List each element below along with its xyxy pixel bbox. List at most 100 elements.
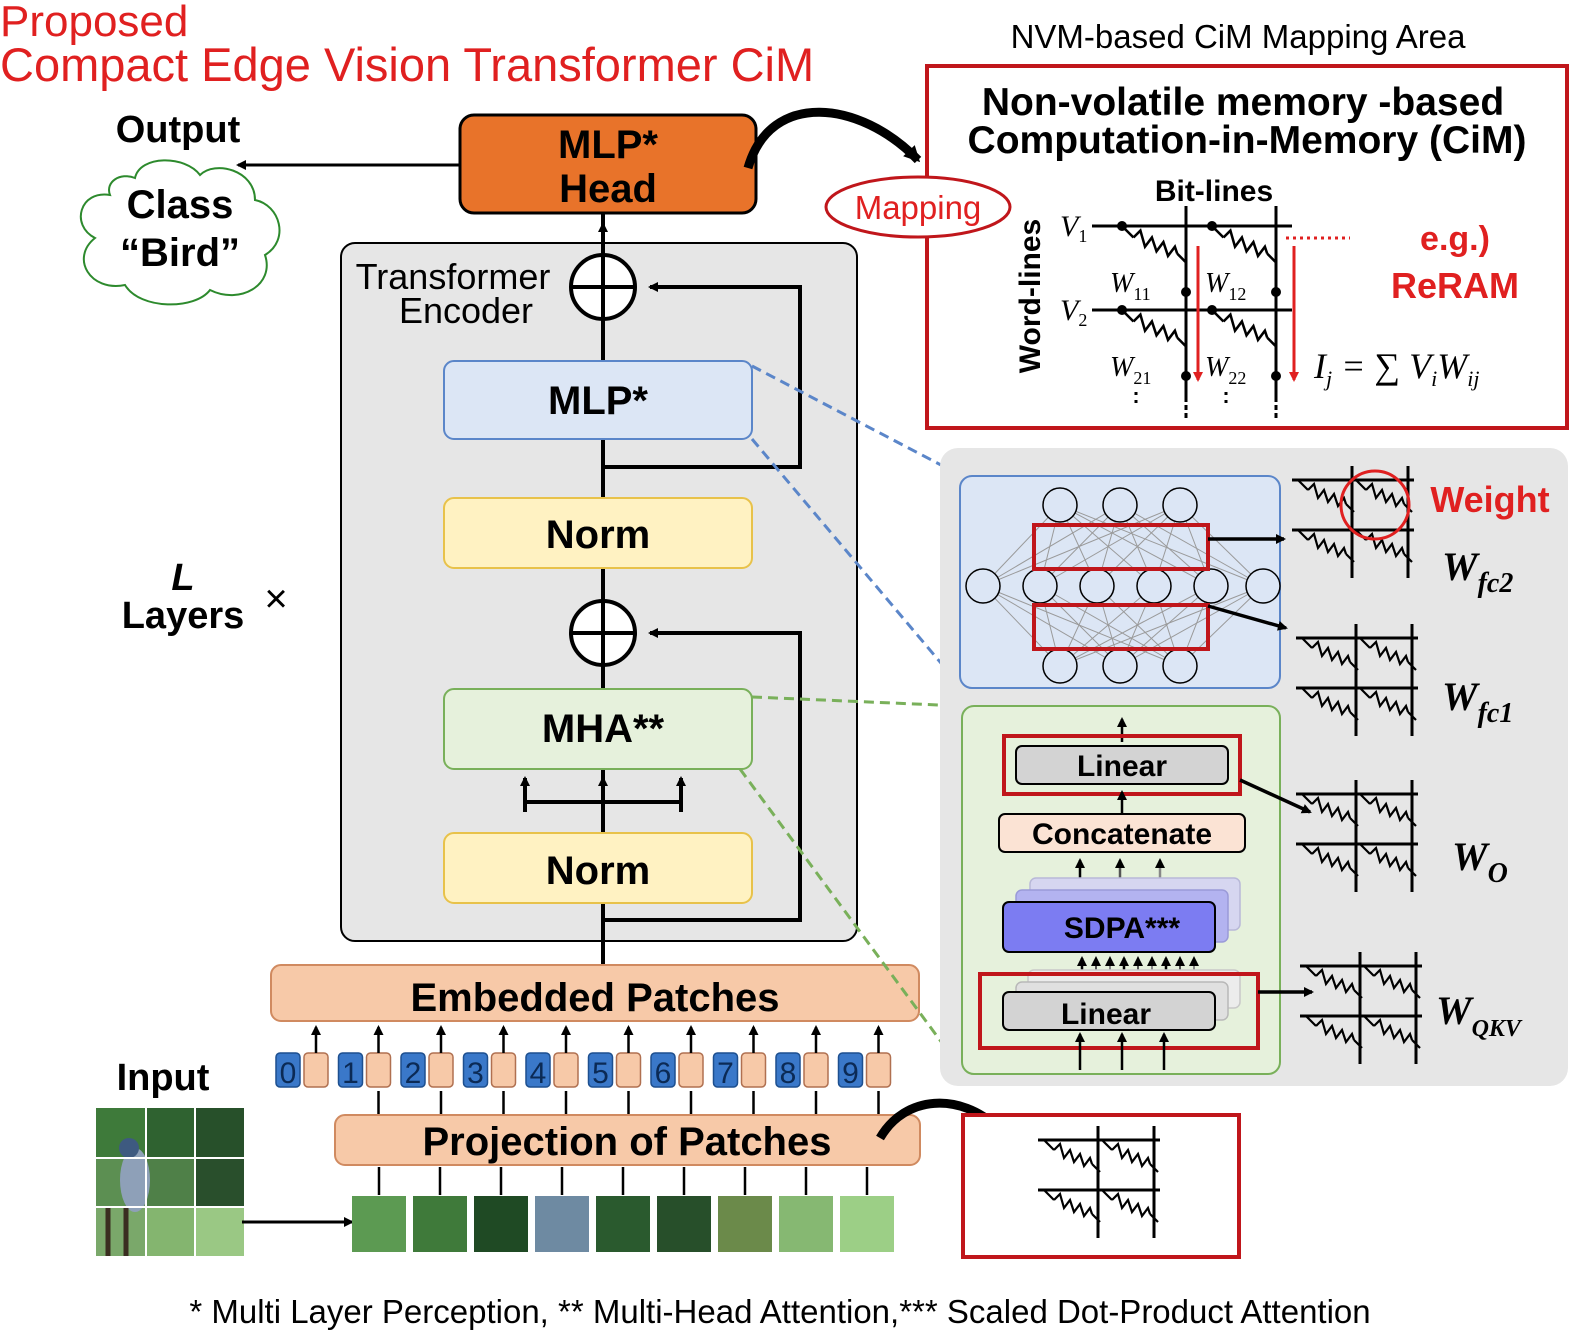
norm-bottom-label: Norm: [546, 849, 650, 893]
mapping-label: Mapping: [855, 189, 982, 226]
weight-highlight-circle: [1339, 469, 1411, 541]
bitlines-label: Bit-lines: [1155, 175, 1273, 208]
residual-path-top: [603, 282, 802, 469]
position-index-label: 2: [405, 1057, 422, 1090]
position-index-label: 6: [655, 1057, 672, 1090]
image-patch: [413, 1196, 467, 1252]
mlp-connection: [1119, 585, 1264, 667]
mlp-connection: [1059, 585, 1155, 667]
concatenate-label: Concatenate: [1032, 818, 1212, 851]
mlp-box-label: MLP*: [548, 379, 648, 423]
position-index-label: 4: [530, 1057, 547, 1090]
patch-token-box: [365, 1052, 392, 1088]
position-index-label: 1: [342, 1057, 359, 1090]
mlp-connection: [1059, 585, 1264, 667]
mlp-connection: [1119, 504, 1264, 587]
mlp-box: [443, 360, 753, 440]
image-patch: [596, 1196, 650, 1252]
position-index-label: 7: [717, 1057, 734, 1090]
mlp-neuron: [1102, 648, 1138, 684]
fc1-arrow: [1207, 604, 1288, 631]
norm-top-box: [443, 497, 753, 569]
cloud-class-text: Class: [127, 183, 234, 227]
eg-label: e.g.): [1420, 220, 1490, 258]
wfc2-label: Wfc2: [1442, 544, 1513, 599]
residual-path-bottom: [603, 628, 802, 922]
footnote: * Multi Layer Perception, ** Multi-Head …: [189, 1293, 1370, 1330]
layers-times: ×: [264, 577, 287, 621]
patch-token-box: [490, 1052, 517, 1088]
concatenate-box: [998, 813, 1246, 853]
norm-bottom-box: [443, 832, 753, 904]
w21-label: W21: [1110, 352, 1151, 388]
sdpa-label: SDPA***: [1064, 912, 1180, 945]
encoder-title-line1: Transformer: [356, 256, 551, 297]
current-equation: Ij = ∑ ViWij: [1313, 346, 1479, 391]
position-index-box: [650, 1052, 676, 1088]
position-index-box: [587, 1052, 614, 1088]
mlp-connection: [1179, 585, 1264, 667]
position-token: 0: [275, 1025, 329, 1090]
wo-arrow: [1239, 778, 1312, 814]
mlp-neuron: [1162, 487, 1198, 523]
mlp-connection: [1096, 504, 1181, 587]
linear-top-label: Linear: [1077, 750, 1167, 783]
adder-top: [569, 253, 637, 321]
mlp-connection: [1039, 504, 1121, 587]
wordlines-label: Word-lines: [1014, 219, 1047, 373]
mlp-connection: [982, 585, 1181, 667]
patch-token-box: [865, 1052, 892, 1088]
mlp-connection: [1119, 504, 1212, 587]
mlp-connection: [1039, 504, 1181, 587]
mlp-neuron: [1022, 568, 1058, 604]
linear-bottom-highlight: [978, 972, 1260, 1050]
embedded-patches-box: [270, 964, 920, 1022]
mlp-head-line2: Head: [559, 167, 657, 211]
wfc1-label: Wfc1: [1442, 674, 1513, 729]
position-index-box: [462, 1052, 489, 1088]
mha-input-fork: [520, 776, 686, 812]
mlp-connection: [1039, 585, 1121, 667]
mha-detail-dash-1: [751, 695, 963, 708]
position-token: 6: [650, 1025, 704, 1115]
mapping-ellipse: [824, 175, 1012, 239]
cim-box: [925, 64, 1569, 430]
position-index-box: [837, 1052, 864, 1088]
sdpa-box: [1002, 901, 1216, 953]
image-patch: [352, 1196, 406, 1252]
patch-token-box: [803, 1052, 829, 1088]
input-image: [96, 1108, 244, 1256]
w11-label: W11: [1110, 268, 1151, 304]
mlp-neuron: [965, 568, 1001, 604]
embedded-patches-label: Embedded Patches: [410, 976, 779, 1020]
patch-strip: [352, 1167, 894, 1252]
mlp-neuron: [1245, 568, 1281, 604]
cim-area-label: NVM-based CiM Mapping Area: [1011, 18, 1467, 55]
mlp-neuron: [1193, 568, 1229, 604]
mlp-head-box: [458, 113, 758, 215]
position-index-label: 5: [592, 1057, 609, 1090]
input-label: Input: [117, 1057, 210, 1099]
position-index-box: [400, 1052, 426, 1088]
class-cloud: [79, 159, 281, 306]
mlp-connection: [1119, 585, 1212, 667]
position-token: 1: [337, 1025, 392, 1115]
mlp-connection: [1039, 585, 1181, 667]
mlp-neuron: [1136, 568, 1172, 604]
patch-token-box: [678, 1052, 704, 1088]
position-index-box: [275, 1052, 301, 1088]
mlp-connection: [1059, 504, 1264, 587]
cim-title-line2: Computation-in-Memory (CiM): [968, 119, 1527, 162]
patch-token-box: [553, 1052, 579, 1088]
image-patch: [718, 1196, 772, 1252]
linear-bottom-label: Linear: [1061, 998, 1151, 1031]
output-label: Output: [116, 109, 241, 151]
mlp-connection: [982, 504, 1181, 587]
position-token: 2: [400, 1025, 454, 1115]
title-line2: Compact Edge Vision Transformer CiM: [0, 38, 814, 91]
cloud-bird-text: “Bird”: [120, 231, 240, 275]
linear-top-box: [1015, 745, 1229, 785]
mlp-connection: [1059, 585, 1212, 667]
mha-box: [443, 688, 753, 770]
